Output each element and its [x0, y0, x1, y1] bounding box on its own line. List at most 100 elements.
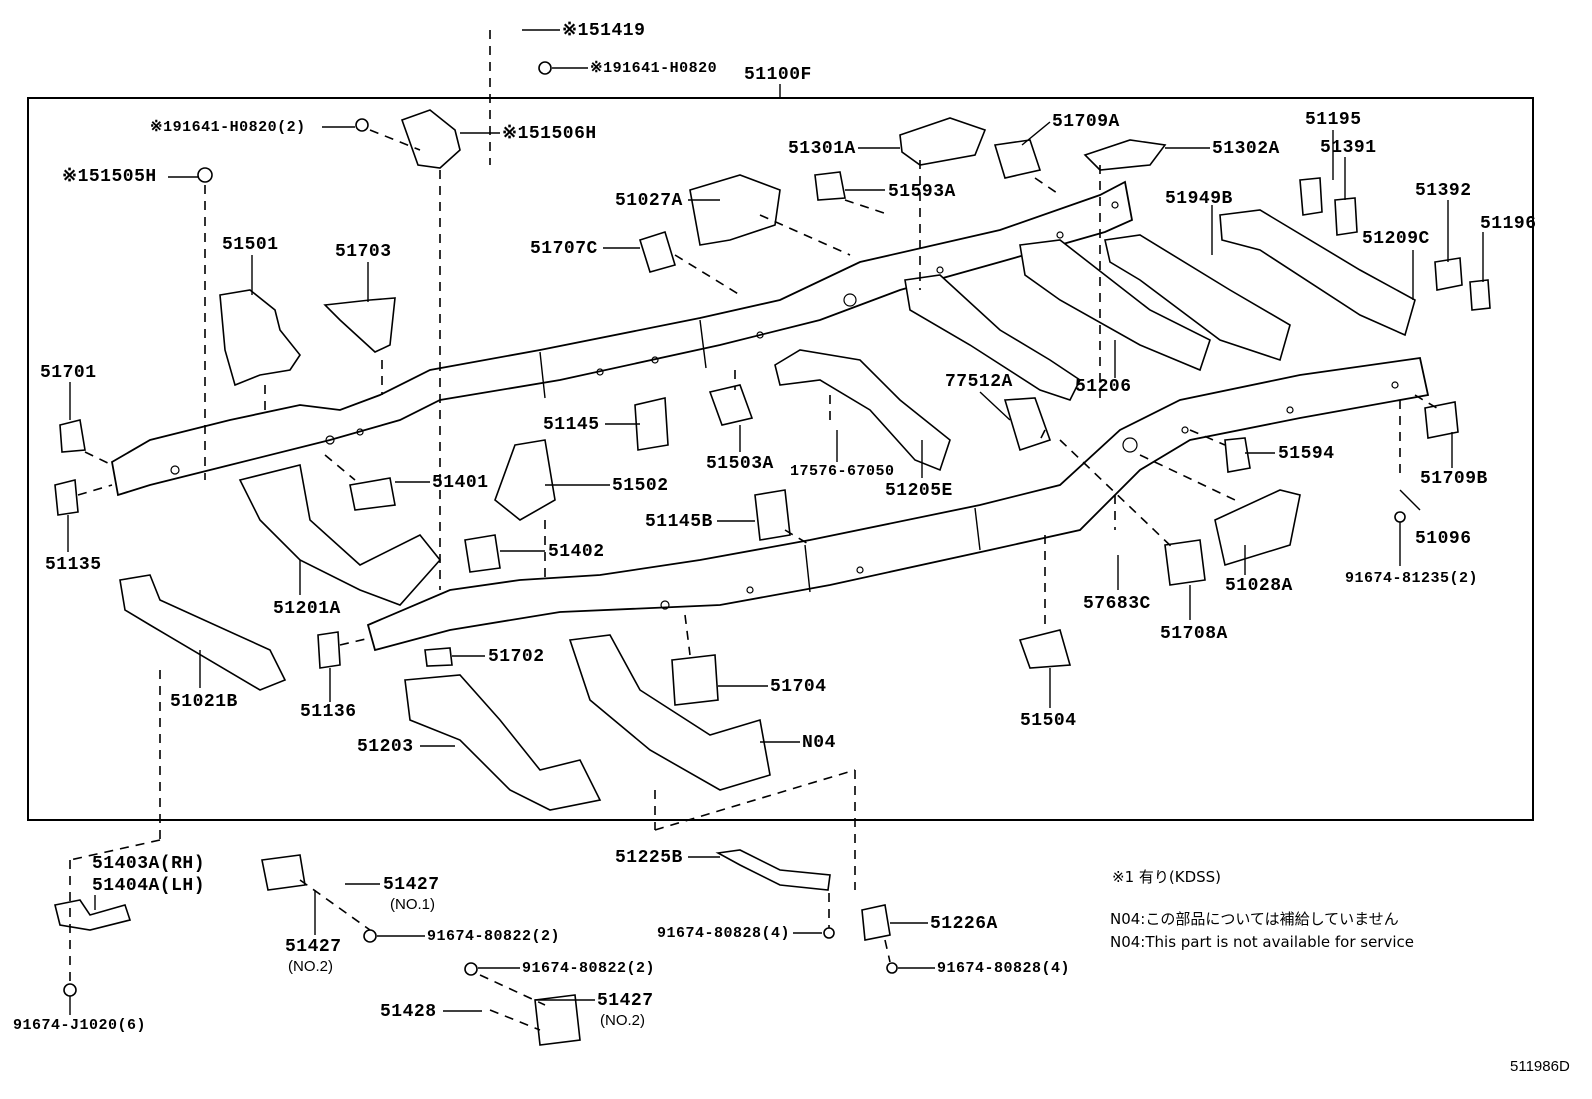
bracket-51402	[464, 534, 501, 573]
bolt-91674-80828-a	[823, 927, 835, 939]
part-label-51201a[interactable]: 51201A	[273, 599, 341, 619]
part-label-51703[interactable]: 51703	[335, 242, 392, 262]
bracket-151506H	[400, 109, 461, 169]
crossmember-51206-a	[904, 274, 1082, 401]
crossmember-51021B	[119, 574, 287, 691]
part-label-51709a[interactable]: 51709A	[1052, 112, 1120, 132]
bracket-51027A	[689, 174, 781, 246]
bracket-51028A	[1214, 489, 1301, 567]
part-label-51702[interactable]: 51702	[488, 647, 545, 667]
reference-code: 511986D	[1510, 1058, 1570, 1075]
crossmember-N04	[568, 634, 771, 791]
part-label-51145b[interactable]: 51145B	[645, 512, 713, 532]
crossmember-51949B	[1104, 234, 1291, 362]
leader-lines	[67, 29, 1484, 1015]
part-label-51593a[interactable]: 51593A	[888, 182, 956, 202]
bracket-51226A	[861, 904, 891, 941]
bracket-51392	[1434, 257, 1463, 291]
part-label-51203[interactable]: 51203	[357, 737, 414, 757]
bolt-91674-80822-a	[363, 929, 377, 943]
part-label-51392[interactable]: 51392	[1415, 181, 1472, 201]
part-label-51226a[interactable]: 51226A	[930, 914, 998, 934]
part-label-151419[interactable]: ※151419	[562, 21, 646, 41]
part-151505H	[197, 167, 213, 183]
part-label-51427-no2-b[interactable]: 51427	[597, 991, 654, 1011]
part-label-51302a[interactable]: 51302A	[1212, 139, 1280, 159]
part-label-51021b[interactable]: 51021B	[170, 692, 238, 712]
part-label-51209c[interactable]: 51209C	[1362, 229, 1430, 249]
bracket-51501	[219, 289, 301, 387]
bracket-51195	[1299, 177, 1323, 216]
part-label-91674-80828-b[interactable]: 91674-80828(4)	[937, 960, 1071, 977]
part-label-51402[interactable]: 51402	[548, 542, 605, 562]
part-label-57683c[interactable]: 57683C	[1083, 594, 1151, 614]
part-label-51594[interactable]: 51594	[1278, 444, 1335, 464]
part-label-51708a[interactable]: 51708A	[1160, 624, 1228, 644]
part-label-17576-67050[interactable]: 17576-67050	[790, 463, 895, 480]
part-label-51145[interactable]: 51145	[543, 415, 600, 435]
part-label-51206[interactable]: 51206	[1075, 377, 1132, 397]
bolt-191641-H0820-2	[355, 118, 369, 132]
crossmember-51201A	[238, 464, 442, 606]
bracket-51593A	[814, 171, 846, 201]
note-kdss: ※1 有り(KDSS)	[1112, 868, 1222, 886]
part-sublabel-51427-no1: (NO.1)	[390, 896, 435, 913]
part-label-51136[interactable]: 51136	[300, 702, 357, 722]
part-label-151506h[interactable]: ※151506H	[502, 124, 597, 144]
bracket-51707C	[638, 230, 677, 273]
part-label-51401[interactable]: 51401	[432, 473, 489, 493]
part-label-51205e[interactable]: 51205E	[885, 481, 953, 501]
part-label-51391[interactable]: 51391	[1320, 138, 1377, 158]
part-label-51027a[interactable]: 51027A	[615, 191, 683, 211]
bracket-51503A	[708, 384, 754, 426]
part-label-51028a[interactable]: 51028A	[1225, 576, 1293, 596]
part-label-51707c[interactable]: 51707C	[530, 239, 598, 259]
part-label-91674-80822-b[interactable]: 91674-80822(2)	[522, 960, 656, 977]
part-label-51504[interactable]: 51504	[1020, 711, 1077, 731]
part-label-51404a-lh[interactable]: 51404A(LH)	[92, 876, 206, 896]
part-label-51701[interactable]: 51701	[40, 363, 97, 383]
bracket-51403A-51404A	[54, 899, 132, 931]
part-label-91674-81235-2[interactable]: 91674-81235(2)	[1345, 570, 1479, 587]
part-label-51403a-rh[interactable]: 51403A(RH)	[92, 854, 206, 874]
crossmember-51206-b	[1019, 239, 1211, 372]
bracket-51301A	[899, 117, 987, 166]
part-label-91674-80822-a[interactable]: 91674-80822(2)	[427, 928, 561, 945]
part-label-n04[interactable]: N04	[802, 733, 836, 753]
part-label-51096[interactable]: 51096	[1415, 529, 1472, 549]
note-n04-japanese: N04:この部品については補給していません	[1110, 910, 1399, 928]
part-label-51709b[interactable]: 51709B	[1420, 469, 1488, 489]
part-label-191641-h0820-2[interactable]: ※191641-H0820(2)	[150, 119, 306, 136]
plate-51135	[54, 478, 79, 516]
part-sublabel-51427-no2-a: (NO.2)	[288, 958, 333, 975]
bracket-51302A	[1083, 139, 1167, 171]
part-label-51502[interactable]: 51502	[612, 476, 669, 496]
bracket-51145B	[754, 489, 791, 541]
part-label-51503a[interactable]: 51503A	[706, 454, 774, 474]
part-label-191641-h0820[interactable]: ※191641-H0820	[590, 60, 718, 77]
bracket-51704	[671, 654, 719, 706]
part-label-91674-j1020-6[interactable]: 91674-J1020(6)	[13, 1017, 147, 1034]
part-label-51225b[interactable]: 51225B	[615, 848, 683, 868]
part-label-151505h[interactable]: ※151505H	[62, 167, 157, 187]
bolt-91674-81235	[1394, 511, 1406, 523]
part-label-51196[interactable]: 51196	[1480, 214, 1537, 234]
bolt-191641-H0820	[538, 61, 552, 75]
bracket-51709B	[1424, 401, 1459, 439]
part-label-51135[interactable]: 51135	[45, 555, 102, 575]
part-label-51428[interactable]: 51428	[380, 1002, 437, 1022]
bracket-51391	[1334, 197, 1358, 236]
part-label-51195[interactable]: 51195	[1305, 110, 1362, 130]
part-label-51301a[interactable]: 51301A	[788, 139, 856, 159]
part-label-51501[interactable]: 51501	[222, 235, 279, 255]
part-label-77512a[interactable]: 77512A	[945, 372, 1013, 392]
bracket-51504	[1018, 629, 1072, 669]
part-label-51704[interactable]: 51704	[770, 677, 827, 697]
bracket-51428-assembly	[534, 994, 581, 1046]
part-label-91674-80828-a[interactable]: 91674-80828(4)	[657, 925, 791, 942]
part-label-51949b[interactable]: 51949B	[1165, 189, 1233, 209]
part-label-51427-no1[interactable]: 51427	[383, 875, 440, 895]
part-label-51427-no2-a[interactable]: 51427	[285, 937, 342, 957]
